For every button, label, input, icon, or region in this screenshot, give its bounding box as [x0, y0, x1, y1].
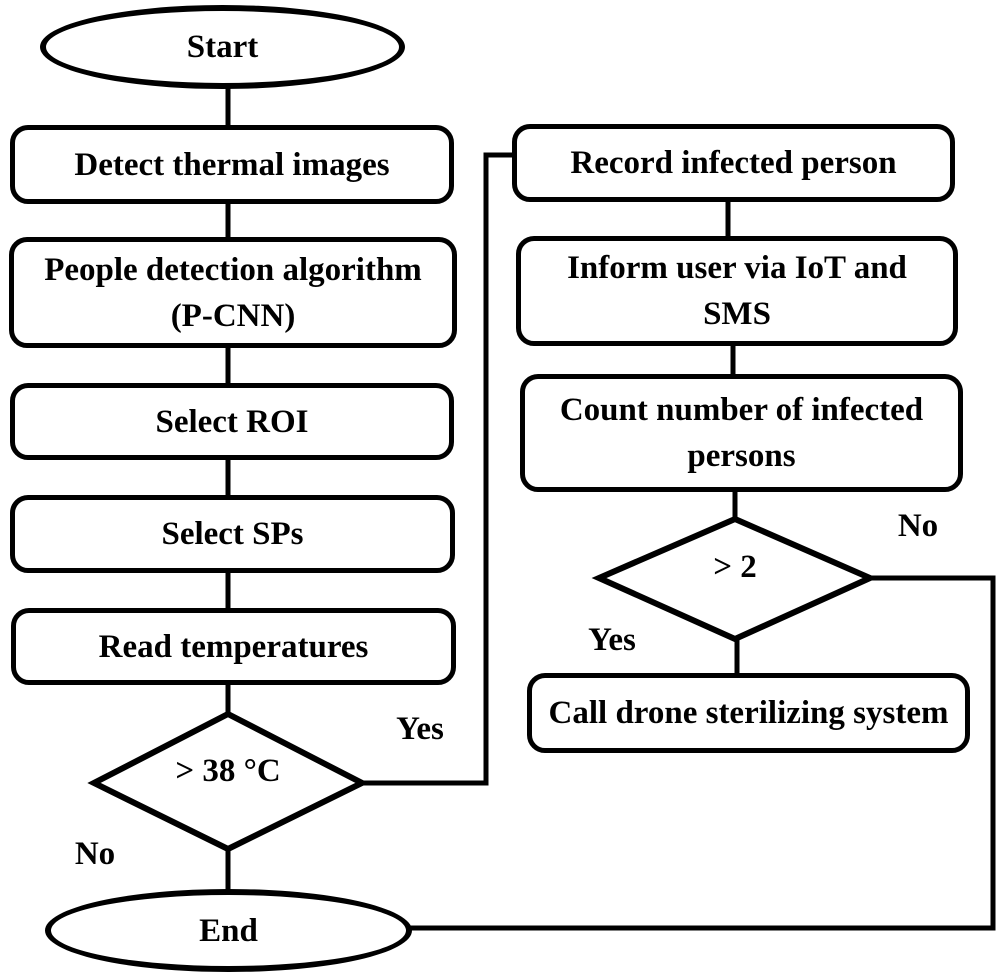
- start-node: Start: [40, 5, 405, 89]
- people-detection-node: People detection algorithm (P-CNN): [9, 237, 457, 348]
- inform-user-line2: SMS: [703, 296, 771, 332]
- edge-countdecision-no-to-end: [408, 575, 996, 931]
- read-temperatures-node: Read temperatures: [11, 608, 456, 685]
- temp-no-label: No: [74, 836, 116, 872]
- detect-thermal-images-node: Detect thermal images: [10, 125, 454, 204]
- edge-tempdecision-yes-to-record: [360, 152, 515, 786]
- inform-user-node: Inform user via IoT and SMS: [516, 236, 958, 346]
- temp-decision-label: > 38 °C: [175, 753, 281, 789]
- count-infected-line2: persons: [687, 438, 796, 474]
- count-decision-label: > 2: [713, 549, 757, 585]
- count-infected-node: Count number of infected persons: [520, 374, 963, 492]
- call-drone-node: Call drone sterilizing system: [527, 673, 970, 753]
- people-detection-line1: People detection algorithm: [44, 251, 422, 288]
- people-detection-line2: (P-CNN): [170, 297, 296, 334]
- record-infected-node: Record infected person: [512, 124, 955, 202]
- inform-user-line1: Inform user via IoT and: [567, 250, 907, 286]
- select-sps-node: Select SPs: [10, 495, 455, 573]
- select-roi-node: Select ROI: [10, 383, 454, 460]
- temp-yes-label: Yes: [396, 711, 444, 747]
- count-decision-diamond: [591, 515, 878, 643]
- count-infected-line1: Count number of infected: [559, 392, 924, 428]
- end-node: End: [45, 889, 412, 972]
- count-yes-label: Yes: [588, 622, 636, 658]
- count-no-label: No: [897, 508, 939, 544]
- temp-decision-diamond: [87, 710, 369, 853]
